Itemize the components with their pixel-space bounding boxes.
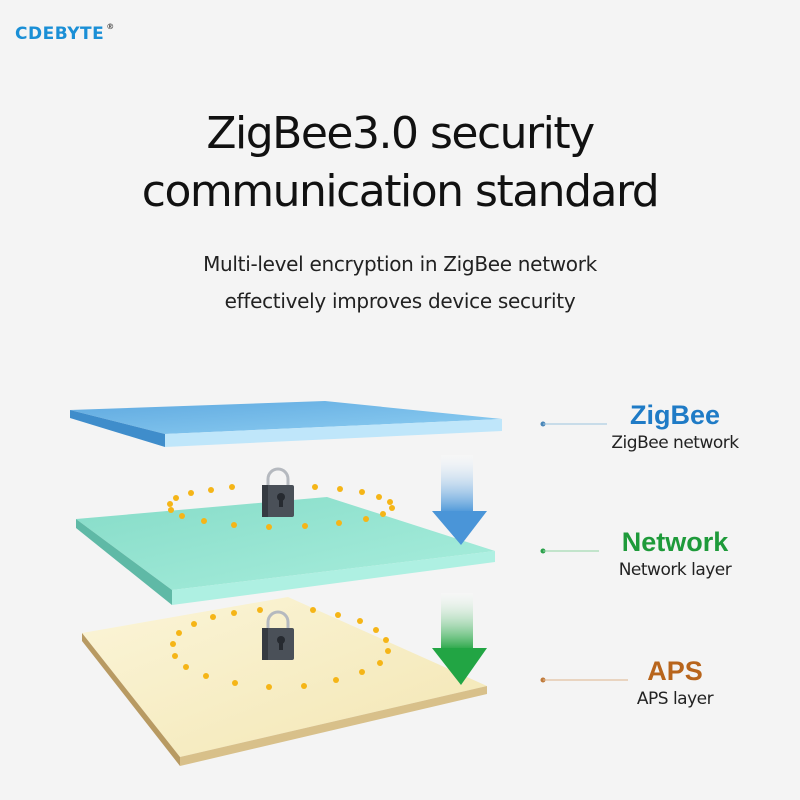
- encryption-dots-aps: [170, 607, 391, 690]
- page-title: ZigBee3.0 security communication standar…: [0, 105, 800, 221]
- layer-title: ZigBee: [629, 400, 721, 430]
- brand-logo: CDEBYTE®: [15, 22, 115, 44]
- layer-subtitle: Network layer: [618, 560, 732, 580]
- network-plate: [76, 497, 495, 605]
- connector-aps: [540, 677, 628, 683]
- subtitle-line-2: effectively improves device security: [224, 289, 576, 313]
- layer-label-aps: APS APS layer: [590, 656, 760, 712]
- encryption-dots-network: [167, 484, 395, 530]
- subtitle-line-1: Multi-level encryption in ZigBee network: [203, 252, 597, 276]
- layer-title: Network: [621, 527, 729, 557]
- layer-title: APS: [647, 656, 703, 686]
- registered-mark: ®: [106, 22, 115, 31]
- title-line-1: ZigBee3.0 security: [206, 108, 595, 159]
- connector-zigbee: [540, 421, 607, 427]
- layer-subtitle: APS layer: [636, 689, 714, 709]
- layer-label-network: Network Network layer: [590, 527, 760, 583]
- arrow-down-icon: [432, 455, 487, 545]
- arrow-down-icon: [432, 593, 487, 685]
- lock-icon: [262, 467, 294, 517]
- subtitle: Multi-level encryption in ZigBee network…: [0, 246, 800, 320]
- zigbee-plate: [70, 401, 502, 447]
- logo-text: CDEBYTE: [15, 24, 105, 44]
- connector-network: [540, 548, 599, 554]
- layer-label-zigbee: ZigBee ZigBee network: [590, 400, 760, 456]
- lock-icon: [262, 610, 294, 660]
- aps-plate: [82, 597, 487, 766]
- layer-subtitle: ZigBee network: [611, 433, 739, 453]
- title-line-2: communication standard: [141, 166, 660, 217]
